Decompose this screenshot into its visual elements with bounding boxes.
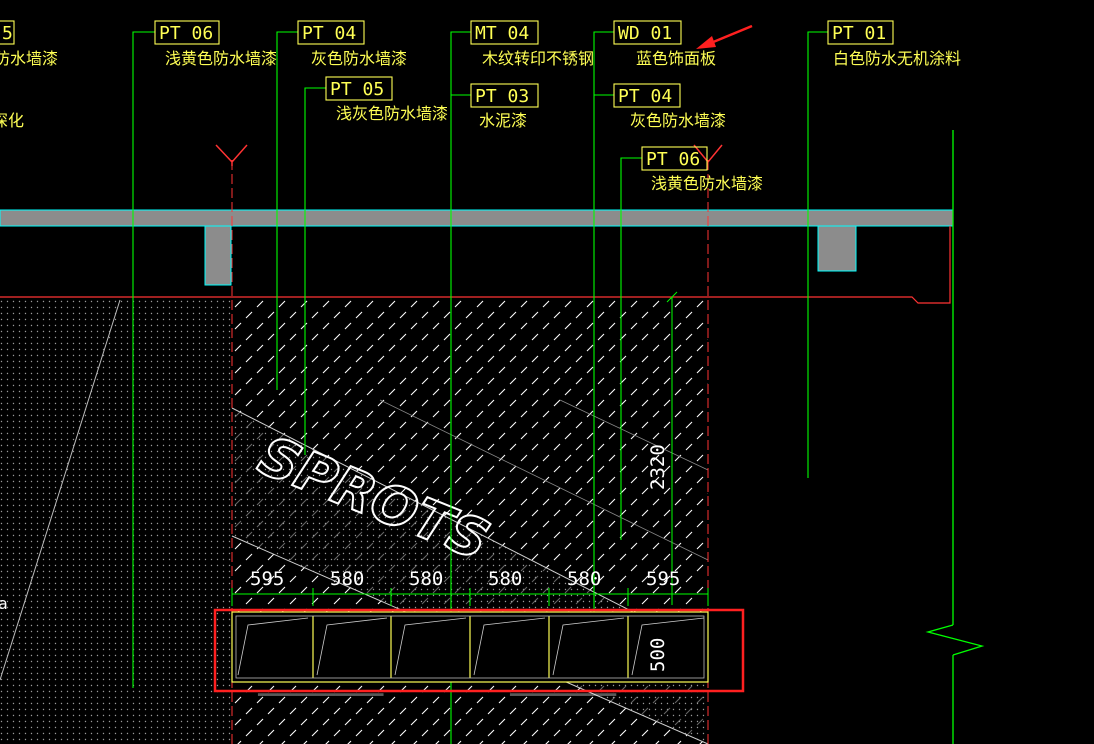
annotation-arrow-icon (696, 24, 753, 49)
section-break-icon (925, 624, 985, 656)
width-dim-5: 580 (567, 568, 601, 590)
tag-desc-3: 浅灰色防水墙漆 (336, 104, 448, 123)
left-partial-code: 5 (2, 23, 13, 44)
tag-code-7: PT 04 (618, 86, 672, 107)
tag-desc-4: 木纹转印不锈钢 (482, 49, 594, 68)
tag-desc-1: 浅黄色防水墙漆 (165, 49, 277, 68)
tag-desc-8: 浅黄色防水墙漆 (651, 174, 763, 193)
left-partial-desc-2: 深化 (0, 111, 24, 130)
tag-code-5: PT 03 (475, 86, 529, 107)
height-dimension: 2320 (647, 444, 669, 490)
tag-code-4: MT 04 (475, 23, 529, 44)
tag-desc-5: 水泥漆 (479, 111, 527, 130)
left-partial-desc-1: 防水墙漆 (0, 49, 58, 68)
tag-desc-9: 白色防水无机涂料 (833, 49, 961, 68)
slab-drop-left (204, 225, 232, 286)
tag-desc-7: 灰色防水墙漆 (630, 111, 726, 130)
highlight-box (213, 608, 745, 693)
cut-marker-icon (215, 144, 248, 166)
left-wall-finish (0, 298, 232, 744)
below-box-text-left: ━━━━━━━━━━━━━ (257, 685, 384, 704)
tag-code-2: PT 04 (302, 23, 356, 44)
width-dim-6: 595 (646, 568, 680, 590)
tag-code-8: PT 06 (646, 149, 700, 170)
left-partial-letter: a (0, 594, 8, 613)
tag-desc-2: 灰色防水墙漆 (311, 49, 407, 68)
tag-desc-6: 蓝色饰面板 (636, 49, 716, 68)
ceiling-slab (0, 209, 954, 227)
box-height-dimension: 500 (647, 638, 669, 672)
ceiling-line (0, 226, 951, 304)
tag-code-1: PT 06 (159, 23, 213, 44)
width-dim-3: 580 (409, 568, 443, 590)
slab-drop-right (817, 225, 857, 272)
tag-code-6: WD 01 (618, 23, 672, 44)
width-dim-4: 580 (488, 568, 522, 590)
tag-code-3: PT 05 (330, 79, 384, 100)
below-box-text-right: ━━━━━━━━━━━ (509, 685, 616, 704)
width-dim-2: 580 (330, 568, 364, 590)
cut-marker-icon (693, 144, 723, 164)
tag-code-9: PT 01 (832, 23, 886, 44)
width-dim-1: 595 (250, 568, 284, 590)
